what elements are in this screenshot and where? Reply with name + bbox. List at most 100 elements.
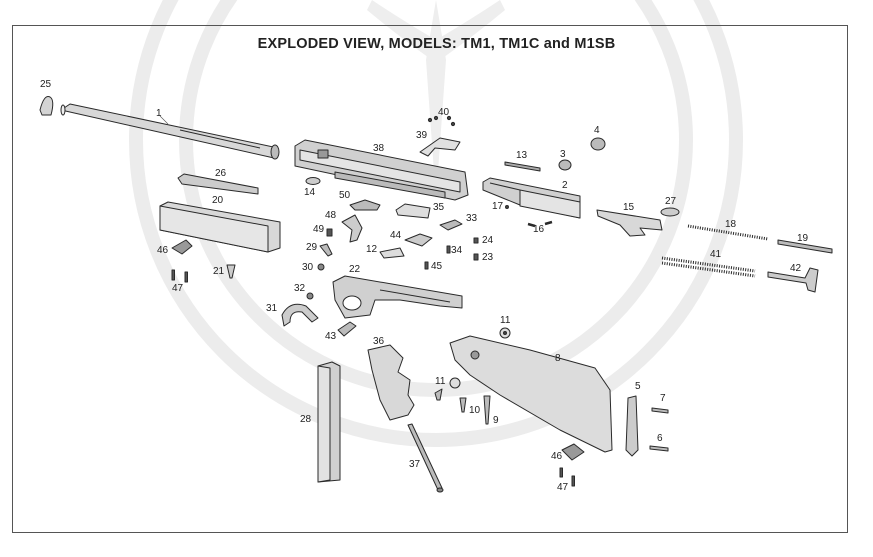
part-22-frame: [332, 275, 463, 319]
part-label: 47: [557, 482, 569, 493]
part-37-rod: [407, 423, 443, 491]
part-label: 16: [533, 224, 545, 235]
part-label: 26: [215, 168, 227, 179]
part-6-screw: [649, 445, 669, 452]
part-23-pin: [473, 253, 479, 261]
part-label: 5: [635, 381, 641, 392]
part-15-actuator: [596, 209, 663, 237]
part-48-sear: [341, 214, 363, 243]
part-label: 33: [466, 213, 478, 224]
part-label: 36: [373, 336, 385, 347]
part-label: 30: [302, 262, 314, 273]
part-14-pin: [305, 177, 321, 185]
part-27-buffer: [660, 207, 680, 217]
part-label: 47: [172, 283, 184, 294]
part-8-stock: [449, 335, 613, 453]
part-10-screw: [459, 397, 467, 413]
part-label: 23: [482, 252, 494, 263]
part-49-block: [326, 228, 333, 237]
part-label: 40: [438, 107, 450, 118]
part-label: 11: [500, 315, 511, 326]
part-32-pin: [306, 292, 314, 300]
part-31-trigger-guard: [281, 303, 319, 327]
part-17-pin: [505, 205, 509, 209]
part-label: 3: [560, 149, 566, 160]
part-label: 1: [156, 108, 162, 119]
part-label: 18: [725, 219, 737, 230]
diagram-title: EXPLODED VIEW, MODELS: TM1, TM1C and M1S…: [257, 36, 616, 52]
part-label: 37: [409, 459, 421, 470]
part-label: 38: [373, 143, 385, 154]
part-label: 41: [710, 249, 722, 260]
part-label: 13: [516, 150, 528, 161]
part-label: 45: [431, 261, 443, 272]
part-label: 39: [416, 130, 428, 141]
part-label: 29: [306, 242, 318, 253]
part-38-receiver: [294, 139, 469, 201]
part-46-swivel: [171, 239, 193, 255]
part-26-rail: [177, 173, 259, 195]
part-label: 10: [469, 405, 481, 416]
part-label: 17: [492, 201, 504, 212]
part-44-part: [404, 233, 433, 247]
part-label: 43: [325, 331, 337, 342]
part-24-pin: [473, 237, 479, 244]
part-label: 34: [451, 245, 463, 256]
part-25-front-sight: [39, 96, 54, 116]
part-47-screws: [171, 269, 188, 283]
part-label: 24: [482, 235, 494, 246]
part-5-butt-plate: [625, 395, 639, 457]
part-1-barrel: [60, 103, 280, 160]
part-label: 35: [433, 202, 445, 213]
part-label: 49: [313, 224, 325, 235]
part-46-rear-swivel: [561, 443, 585, 461]
part-label: 21: [213, 266, 225, 277]
part-47-rear-screws: [559, 467, 575, 487]
part-45-pin: [424, 261, 429, 270]
part-41-spring: [661, 256, 756, 273]
part-2-bolt: [482, 177, 581, 219]
part-label: 12: [366, 244, 378, 255]
part-label: 22: [349, 264, 361, 275]
part-9-screw: [483, 395, 491, 425]
part-label: 20: [212, 195, 224, 206]
part-11-washer-lower: [449, 377, 461, 389]
part-7-screw: [651, 407, 669, 414]
part-label: 32: [294, 283, 306, 294]
part-label: 42: [790, 263, 802, 274]
part-50-part: [349, 199, 381, 211]
part-label: 7: [660, 393, 666, 404]
part-20-foregrip: [159, 201, 281, 253]
part-43-pin: [337, 321, 357, 337]
part-11-screw: [434, 388, 443, 401]
part-30-nut: [317, 263, 325, 271]
part-18-spring: [687, 224, 769, 241]
part-21-screw: [226, 264, 236, 279]
part-label: 28: [300, 414, 312, 425]
part-label: 44: [390, 230, 402, 241]
part-label: 27: [665, 196, 677, 207]
part-34-pin: [446, 245, 451, 254]
part-36-grip: [367, 344, 415, 421]
part-19-guide: [777, 239, 833, 254]
part-label: 50: [339, 190, 351, 201]
part-label: 11: [435, 376, 446, 387]
part-13-pin: [504, 161, 541, 172]
part-label: 48: [325, 210, 337, 221]
part-39-rear-sight: [419, 137, 461, 157]
part-label: 15: [623, 202, 635, 213]
part-35-plate: [395, 203, 431, 219]
part-29-lever: [319, 243, 333, 257]
part-label: 6: [657, 433, 663, 444]
part-label: 4: [594, 125, 600, 136]
part-label: 2: [562, 180, 568, 191]
part-label: 9: [493, 415, 499, 426]
part-label: 14: [304, 187, 316, 198]
part-42-rod: [767, 267, 819, 293]
part-4-bushing: [590, 137, 606, 151]
part-label: 8: [555, 353, 561, 364]
part-28-magazine: [317, 361, 341, 483]
part-label: 31: [266, 303, 278, 314]
